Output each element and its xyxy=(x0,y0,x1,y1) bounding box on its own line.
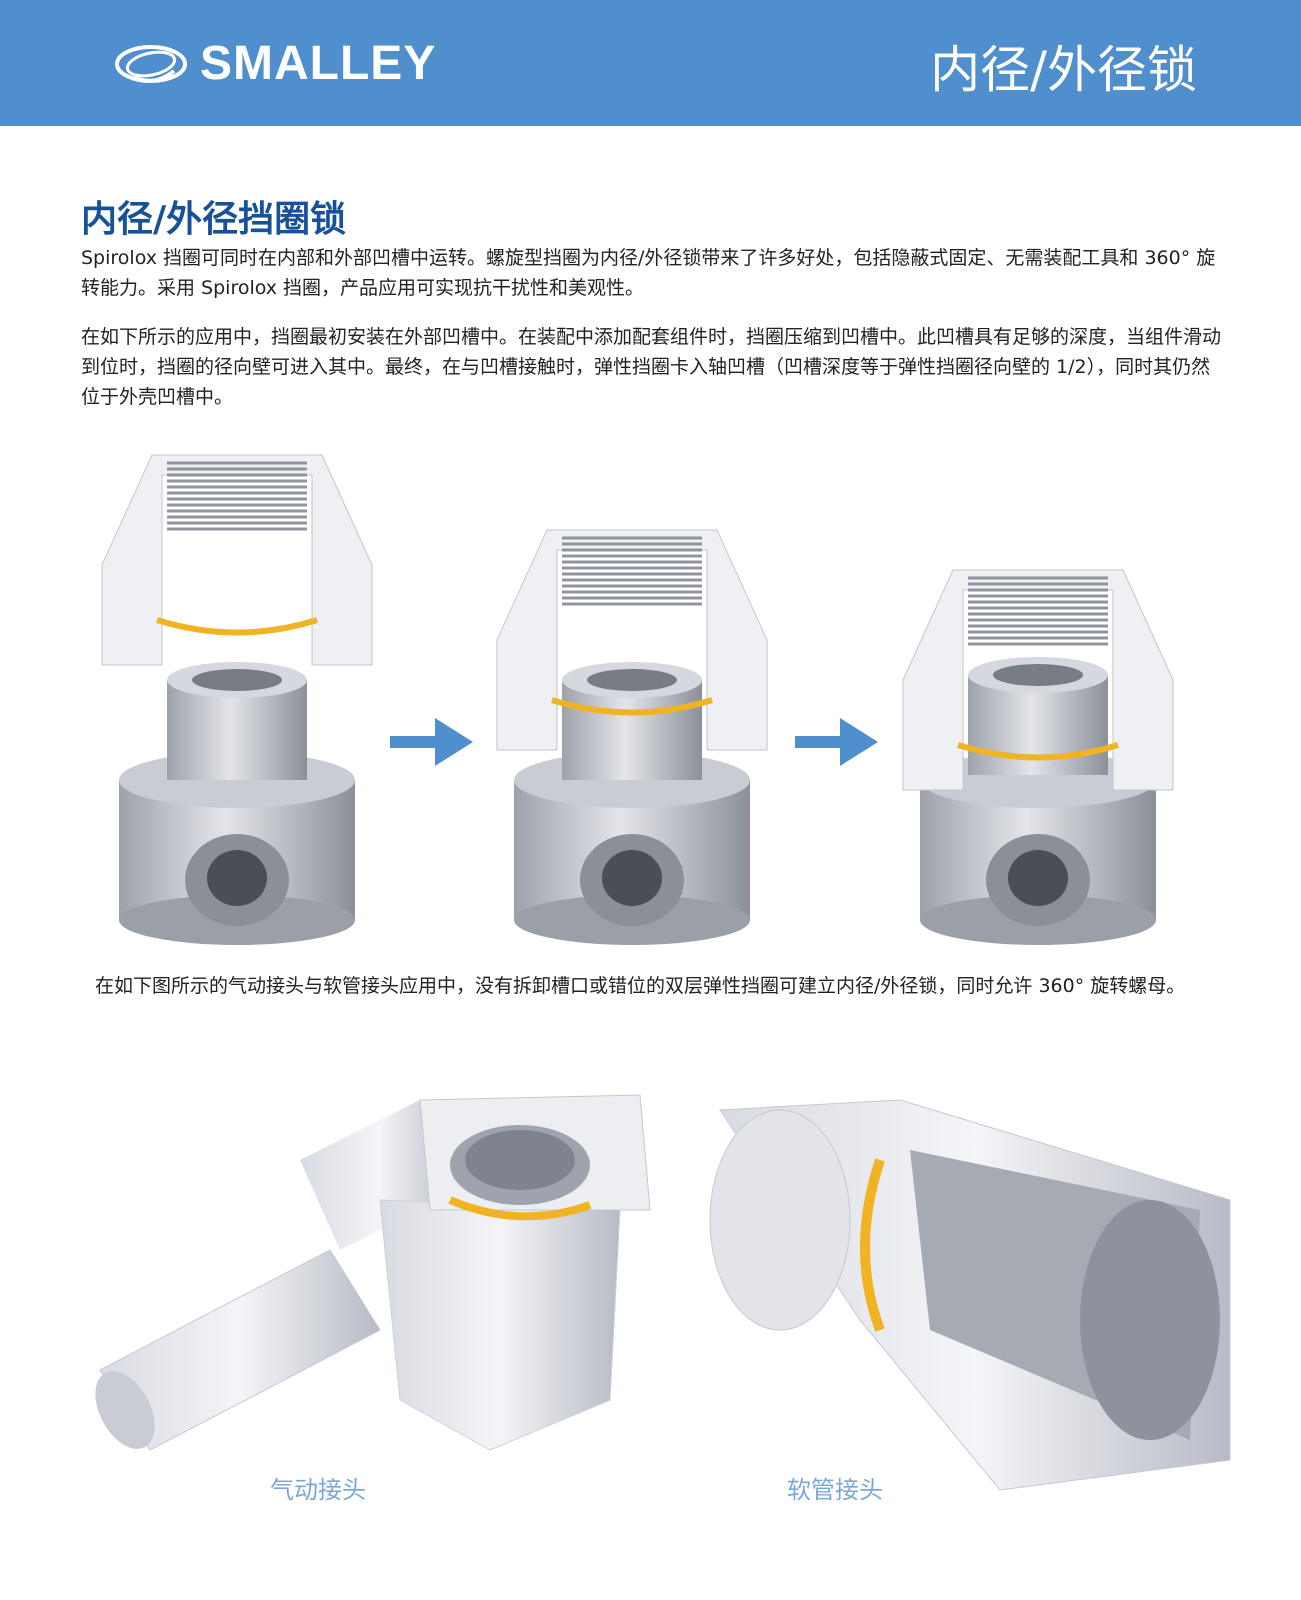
header-bar: SMALLEY 内径/外径锁 xyxy=(0,0,1301,126)
shaft-bore xyxy=(192,669,282,691)
brand-name: SMALLEY xyxy=(200,37,437,90)
fittings-illustration xyxy=(95,1094,1231,1491)
fittings-paragraph: 在如下图所示的气动接头与软管接头应用中，没有拆卸槽口或错位的双层弹性挡圈可建立内… xyxy=(95,975,1186,997)
port-inner xyxy=(602,850,662,906)
pneumatic-fitting-image xyxy=(95,1094,651,1451)
pneumatic-fitting-caption: 气动接头 xyxy=(270,1476,366,1504)
nut-cutaway-separated xyxy=(101,454,373,666)
port-inner xyxy=(207,850,267,906)
nut-cutaway-compressed xyxy=(496,529,768,751)
section-title: 内径/外径挡圈锁 xyxy=(81,199,347,240)
port-inner xyxy=(1008,850,1068,906)
smalley-swirl-icon xyxy=(115,44,187,83)
page-title: 内径/外径锁 xyxy=(930,41,1197,99)
hose-fitting-image xyxy=(709,1099,1231,1491)
assembly-sequence-illustration xyxy=(101,454,1174,945)
retaining-ring-compressed xyxy=(551,697,713,716)
nut-cutaway-locked xyxy=(902,569,1174,791)
retaining-ring-separated xyxy=(156,617,318,636)
hose-fitting-caption: 软管接头 xyxy=(787,1476,883,1504)
retaining-ring-locked xyxy=(957,742,1119,761)
application-paragraph: 在如下所示的应用中，挡圈最初安装在外部凹槽中。在装配中添加配套组件时，挡圈压缩到… xyxy=(81,326,1222,408)
arrow-right-icon xyxy=(795,718,878,766)
smalley-logo: SMALLEY xyxy=(114,36,436,91)
shaft-bore xyxy=(587,669,677,691)
arrow-right-icon xyxy=(390,718,473,766)
intro-paragraph: Spirolox 挡圈可同时在内部和外部凹槽中运转。螺旋型挡圈为内径/外径锁带来… xyxy=(81,247,1216,299)
shaft-bore xyxy=(993,664,1083,686)
